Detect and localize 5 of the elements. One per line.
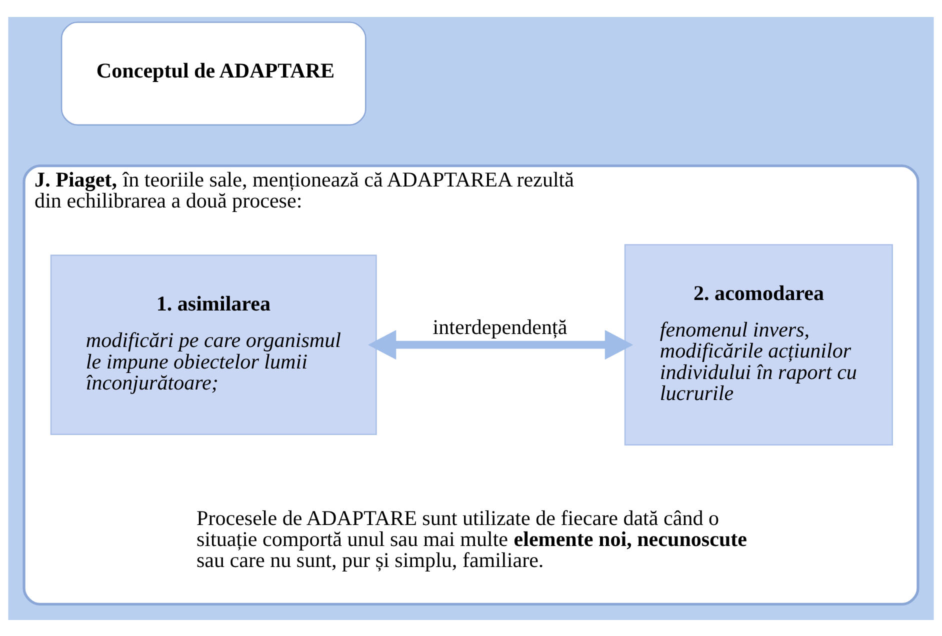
edge-label: interdependență (432, 314, 568, 339)
arrow (368, 330, 634, 360)
node-box: 2. acomodarea fenomenul invers, modificările acțiunilor individului în raport cu lucrurile (624, 244, 893, 446)
node-box: Conceptul de ADAPTARE (60, 21, 366, 126)
node-box: 1. asimilarea modificări pe care organismul le impune obiectelor lumii înconjurătoare; (50, 254, 377, 435)
